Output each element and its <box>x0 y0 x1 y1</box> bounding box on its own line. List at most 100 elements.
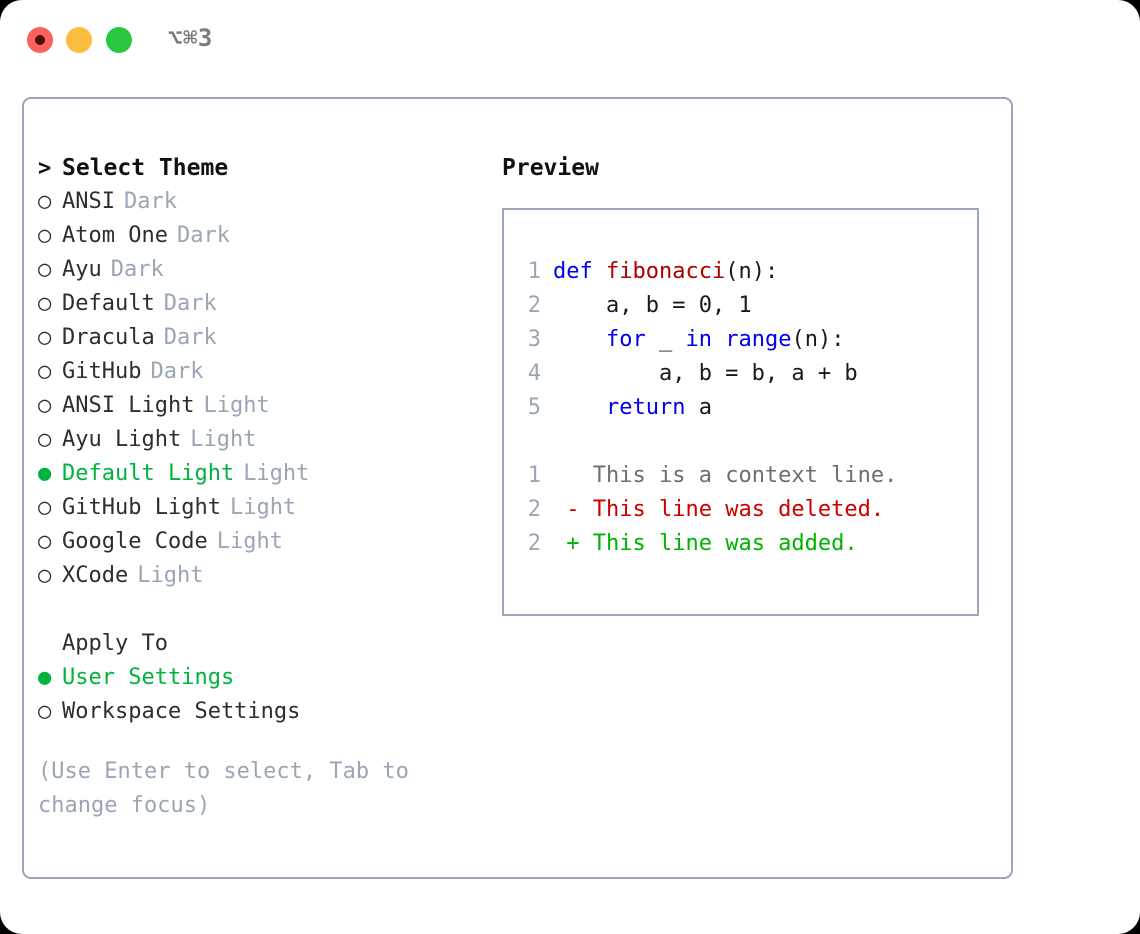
maximize-button[interactable] <box>106 27 132 53</box>
line-number: 2 <box>527 293 541 318</box>
apply-to-option-user-settings[interactable]: ● User Settings <box>38 661 478 695</box>
keyboard-hint: (Use Enter to select, Tab to change focu… <box>38 759 409 818</box>
apply-to-option-label: Workspace Settings <box>62 699 301 724</box>
theme-variant-badge: Light <box>190 427 257 452</box>
radio-unselected-icon: ○ <box>38 699 52 724</box>
diff-text: This line was added. <box>592 531 858 556</box>
theme-variant-badge: Light <box>229 495 297 520</box>
code-token: a, b = b, a + b <box>553 361 858 386</box>
diff-line: 2 + This line was added. <box>515 527 897 561</box>
radio-unselected-icon: ○ <box>38 359 52 384</box>
theme-option-label: Default <box>62 291 155 316</box>
radio-selected-icon: ● <box>38 665 52 690</box>
theme-list-header: > Select Theme <box>38 151 478 185</box>
preview-heading: Preview <box>502 155 599 181</box>
caret-icon: > <box>38 156 52 181</box>
theme-option-label: Google Code <box>62 529 208 554</box>
code-token <box>553 395 606 420</box>
window-title: ⌥⌘3 <box>168 24 213 52</box>
diff-text: This is a context line. <box>592 463 898 488</box>
theme-option-ansi[interactable]: ○ ANSI Dark <box>38 185 478 219</box>
radio-unselected-icon: ○ <box>38 495 52 520</box>
code-token: (n): <box>725 259 779 284</box>
code-token: for <box>605 327 646 352</box>
theme-option-label: ANSI Light <box>62 393 195 418</box>
code-token <box>553 327 606 352</box>
line-number: 5 <box>527 395 541 420</box>
theme-option-default[interactable]: ○ Default Dark <box>38 287 478 321</box>
theme-variant-badge: Light <box>216 529 283 554</box>
code-diff-separator <box>515 425 897 459</box>
theme-variant-badge: Dark <box>150 359 204 384</box>
line-number: 4 <box>527 361 541 386</box>
code-line: 3 for _ in range(n): <box>515 323 897 357</box>
theme-list-heading: Select Theme <box>62 155 229 181</box>
theme-option-label: XCode <box>62 563 129 588</box>
code-token: a, b = 0, 1 <box>553 293 752 318</box>
code-token: def <box>553 259 606 284</box>
code-token: a <box>685 395 712 420</box>
radio-unselected-icon: ○ <box>38 189 52 214</box>
radio-unselected-icon: ○ <box>38 427 52 452</box>
code-token <box>712 327 725 352</box>
theme-option-label: Ayu <box>62 257 102 282</box>
radio-unselected-icon: ○ <box>38 393 52 418</box>
apply-to-heading: Apply To <box>62 631 168 656</box>
theme-option-label: ANSI <box>62 189 115 214</box>
code-token: range <box>725 327 792 352</box>
theme-variant-badge: Dark <box>176 223 230 248</box>
theme-option-label: GitHub Light <box>62 495 221 520</box>
theme-option-dracula[interactable]: ○ Dracula Dark <box>38 321 478 355</box>
theme-variant-badge: Light <box>203 393 270 418</box>
theme-option-github[interactable]: ○ GitHub Dark <box>38 355 478 389</box>
theme-option-google-code[interactable]: ○ Google Code Light <box>38 525 478 559</box>
diff-text: This line was deleted. <box>592 497 885 522</box>
theme-variant-badge: Dark <box>123 189 177 214</box>
diff-line: 1 This is a context line. <box>515 459 898 493</box>
code-line: 1 def fibonacci(n): <box>515 255 897 289</box>
code-token: _ <box>645 327 686 352</box>
diff-marker: - <box>553 497 593 522</box>
theme-option-ayu[interactable]: ○ Ayu Dark <box>38 253 478 287</box>
theme-variant-badge: Dark <box>163 291 217 316</box>
theme-option-label: Dracula <box>62 325 155 350</box>
code-token: fibonacci <box>605 259 726 284</box>
code-token: return <box>605 395 686 420</box>
line-number: 1 <box>527 259 541 284</box>
code-line: 2 a, b = 0, 1 <box>515 289 897 323</box>
theme-variant-badge: Dark <box>110 257 164 282</box>
radio-unselected-icon: ○ <box>38 325 52 350</box>
diff-marker <box>553 463 593 488</box>
apply-to-option-workspace-settings[interactable]: ○ Workspace Settings <box>38 695 478 729</box>
theme-option-label: Atom One <box>62 223 168 248</box>
theme-variant-badge: Light <box>137 563 204 588</box>
line-number: 2 <box>527 531 541 556</box>
apply-to-header: Apply To <box>38 627 478 661</box>
radio-unselected-icon: ○ <box>38 529 52 554</box>
theme-option-label: Default Light <box>62 461 235 486</box>
code-line: 4 a, b = b, a + b <box>515 357 897 391</box>
minimize-button[interactable] <box>66 27 92 53</box>
diff-marker: + <box>553 531 593 556</box>
theme-variant-badge: Light <box>243 461 310 486</box>
code-token: in <box>685 327 712 352</box>
theme-variant-badge: Dark <box>163 325 217 350</box>
theme-option-ansi-light[interactable]: ○ ANSI Light Light <box>38 389 478 423</box>
radio-unselected-icon: ○ <box>38 257 52 282</box>
line-number: 1 <box>527 463 541 488</box>
theme-option-github-light[interactable]: ○ GitHub Light Light <box>38 491 478 525</box>
theme-option-label: GitHub <box>62 359 142 384</box>
apply-to-options: ● User Settings ○ Workspace Settings <box>38 661 478 729</box>
radio-unselected-icon: ○ <box>38 291 52 316</box>
apply-to-option-label: User Settings <box>62 665 235 690</box>
code-token: (n): <box>791 327 845 352</box>
